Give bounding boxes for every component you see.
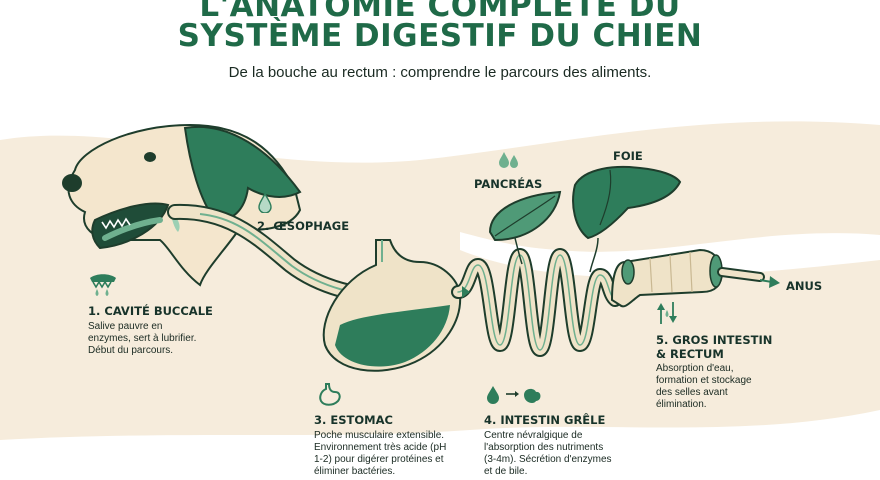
step-4-description: Centre névralgique de l'absorption des n…: [484, 430, 612, 478]
step-3-desc-line: Poche musculaire extensible.: [314, 430, 445, 441]
exchange-arrows-icon: [657, 302, 677, 324]
pancreas-illustration: [488, 190, 562, 265]
stomach-icon: [319, 383, 341, 406]
step-5-description: Absorption d'eau, formation et stockage …: [656, 363, 752, 411]
step-4-desc-line: Centre névralgique de: [484, 430, 583, 441]
step-3-title-line: 3. ESTOMAC: [314, 413, 393, 427]
step-3-desc-line: 1-2) pour digérer protéines et: [314, 454, 444, 465]
drops-icon: [499, 152, 518, 168]
step-1-title: 1. CAVITÉ BUCCALE: [88, 304, 213, 318]
label-anus: ANUS: [786, 279, 823, 293]
large-intestine-illustration: [610, 248, 780, 308]
stomach-illustration: [322, 239, 462, 372]
step-5-desc-line: formation et stockage: [656, 375, 752, 386]
step-5-desc-line: Absorption d'eau,: [656, 363, 734, 374]
dog-ear: [183, 125, 302, 222]
step-5-title: 5. GROS INTESTIN & RECTUM: [656, 333, 772, 361]
step-1-desc-line: Salive pauvre en: [88, 321, 163, 332]
page-subtitle: De la bouche au rectum : comprendre le p…: [228, 64, 652, 81]
water-drop-icon: [258, 193, 272, 213]
step-3-title: 3. ESTOMAC: [314, 413, 393, 427]
step-5-title-line: & RECTUM: [656, 347, 724, 361]
step-4-desc-line: (3-4m). Sécrétion d'enzymes: [484, 454, 612, 465]
label-foie: FOIE: [613, 149, 643, 163]
step-4-title-line: 4. INTESTIN GRÊLE: [484, 413, 606, 427]
step-1-desc-line: Début du parcours.: [88, 345, 174, 356]
liver-illustration: [572, 165, 682, 273]
step-5-title-line: 5. GROS INTESTIN: [656, 333, 773, 347]
step-3-description: Poche musculaire extensible. Environneme…: [314, 430, 446, 478]
step-1-desc-line: enzymes, sert à lubrifier.: [88, 333, 197, 344]
step-4-title: 4. INTESTIN GRÊLE: [484, 413, 605, 427]
step-3-desc-line: éliminer bactéries.: [314, 466, 396, 477]
step-4-desc-line: et de bile.: [484, 466, 528, 477]
step-1-title-line: 1. CAVITÉ BUCCALE: [88, 304, 213, 318]
step-5-desc-line: élimination.: [656, 399, 707, 410]
step-4-desc-line: l'absorption des nutriments: [484, 442, 604, 453]
page-title-line-1: L'ANATOMIE COMPLÈTE DU: [199, 0, 681, 24]
page-title-line-2: SYSTÈME DIGESTIF DU CHIEN: [177, 18, 703, 54]
label-pancreas: PANCRÉAS: [474, 177, 543, 191]
step-1-description: Salive pauvre en enzymes, sert à lubrifi…: [88, 321, 196, 357]
step-5-desc-line: des selles avant: [656, 387, 728, 398]
saliva-teeth-icon: [90, 274, 116, 296]
nutrient-absorption-icon: [487, 386, 541, 404]
label-oesophage: 2. ŒSOPHAGE: [257, 219, 350, 233]
step-3-desc-line: Environnement très acide (pH: [314, 442, 447, 453]
small-intestine-illustration: [451, 248, 622, 357]
